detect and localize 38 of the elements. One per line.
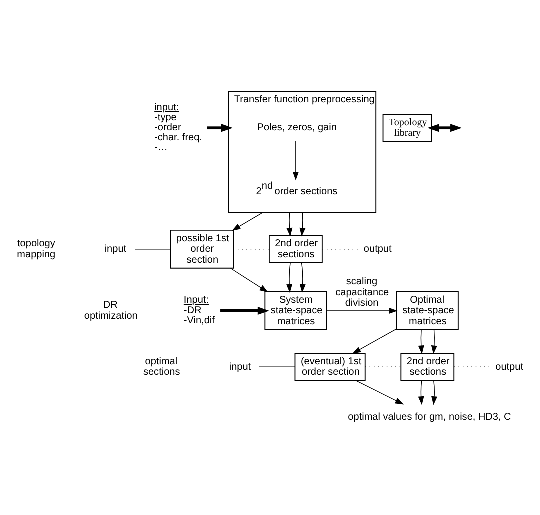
label: DR optimization [84,300,138,322]
arrow [286,212,293,236]
arrow [356,380,404,404]
node-text: optimal values for gm, noise, HD3, C [348,411,512,422]
edge-label: scaling capacitance division [336,276,390,309]
label: topology mapping [17,238,56,260]
connector [134,248,171,250]
arrow [431,329,438,354]
arrow [326,307,398,314]
node-text: input [229,361,252,372]
node-box: 2nd order sections [269,234,323,263]
node-box: Topology library [382,114,432,142]
arrow [230,268,268,292]
node-text: output [364,244,392,255]
arrow [232,212,264,230]
arrow [207,124,233,132]
node-box: Optimal state-space matrices [396,291,459,330]
label: optimal sections [143,356,180,378]
node-box: 2nd order sections [400,352,455,381]
node-box: possible 1st order section [170,229,234,268]
arrow [286,262,293,293]
arrow [418,329,424,354]
arrow [300,262,306,293]
node-text: input: -type -order -char. freq. -… [154,102,202,153]
arrow [432,380,438,405]
arrow [428,124,462,132]
node-text: Poles, zeros, gain [257,122,337,134]
node-text: output [496,361,524,372]
node-text: Input: -DR -Vin,dif [184,294,215,326]
node-box: System state-space matrices [264,291,328,330]
arrow [292,140,299,180]
arrow [418,380,424,405]
node-text: input [104,244,127,255]
connector [259,366,296,367]
node-box: (eventual) 1st order section [294,352,366,381]
arrow [220,306,270,314]
arrow [300,212,306,236]
arrow [352,328,398,354]
